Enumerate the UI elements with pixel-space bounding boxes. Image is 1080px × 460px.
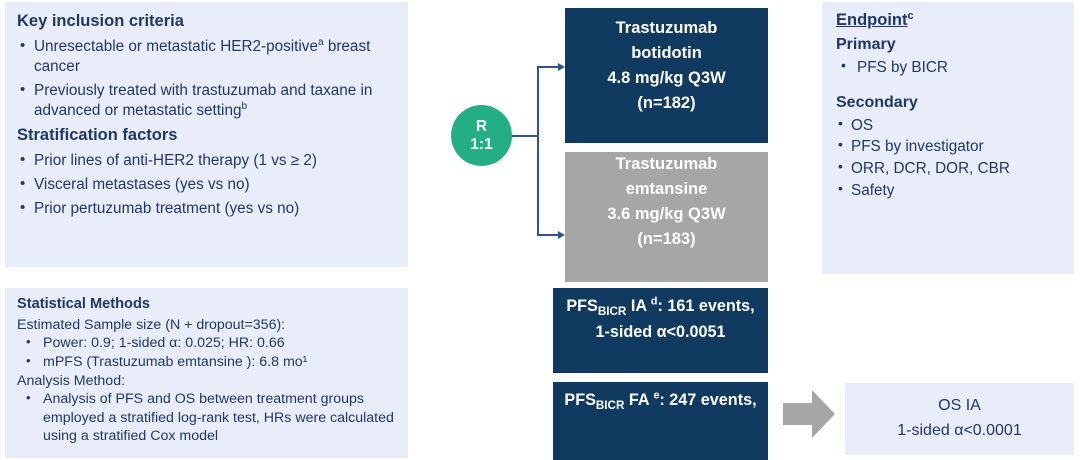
arm-line: 4.8 mg/kg Q3W bbox=[607, 69, 726, 88]
arrow-head-icon bbox=[558, 230, 565, 239]
list-item: PFS by investigator bbox=[836, 135, 1060, 158]
stratification-factors-title: Stratification factors bbox=[17, 125, 178, 144]
secondary-endpoint-heading: Secondary bbox=[836, 93, 918, 111]
connector-branch-bottom bbox=[537, 234, 560, 236]
analysis-method-list: Analysis of PFS and OS between treatment… bbox=[17, 389, 396, 446]
arm-line: Trastuzumab bbox=[615, 19, 718, 37]
list-item: Power: 0.9; 1-sided α: 0.025; HR: 0.66 bbox=[17, 333, 396, 353]
list-item: Unresectable or metastatic HER2-positive… bbox=[17, 36, 396, 77]
arm-line: Trastuzumab bbox=[615, 155, 718, 173]
arm-line: botidotin bbox=[631, 44, 702, 63]
list-item: Analysis of PFS and OS between treatment… bbox=[17, 389, 396, 446]
list-item: Prior lines of anti-HER2 therapy (1 vs ≥… bbox=[17, 150, 396, 171]
connector-stem bbox=[512, 134, 539, 137]
list-item: OS bbox=[836, 114, 1060, 137]
connector-vertical bbox=[537, 67, 539, 236]
milestone-prefix: PFS bbox=[566, 297, 598, 315]
primary-endpoint-heading: Primary bbox=[836, 36, 896, 53]
treatment-arm-experimental: Trastuzumab botidotin 4.8 mg/kg Q3W (n=1… bbox=[565, 8, 768, 143]
milestone-value: : 247 events, bbox=[659, 391, 757, 409]
arrow-head-icon bbox=[558, 62, 565, 71]
list-item: PFS by BICR bbox=[836, 56, 1060, 79]
milestone-label: IA bbox=[626, 297, 651, 315]
milestone-subscript: BICR bbox=[597, 305, 627, 319]
milestone-prefix: PFS bbox=[564, 391, 596, 409]
list-item: Visceral metastases (yes vs no) bbox=[17, 174, 396, 195]
primary-endpoint-list: PFS by BICR bbox=[836, 56, 1060, 79]
endpoints-title-text: Endpoint bbox=[836, 11, 908, 29]
milestone-pfs-bicr-fa: PFSBICR FA e: 247 events, bbox=[553, 382, 768, 460]
list-item: Previously treated with trastuzumab and … bbox=[17, 80, 396, 121]
footnote-marker-a: a bbox=[317, 37, 324, 49]
inclusion-item-1-text: Previously treated with trastuzumab and … bbox=[34, 81, 373, 119]
list-item: Prior pertuzumab treatment (yes vs no) bbox=[17, 198, 396, 219]
stratification-factors-list: Prior lines of anti-HER2 therapy (1 vs ≥… bbox=[17, 150, 396, 219]
randomization-label: R bbox=[475, 118, 488, 136]
arm-line: (n=182) bbox=[637, 94, 696, 113]
inclusion-item-0-tail: breast cancer bbox=[34, 38, 371, 75]
analysis-method-line: Analysis Method: bbox=[17, 372, 126, 389]
endpoints-panel: Endpointc Primary PFS by BICR Secondary … bbox=[822, 2, 1074, 274]
milestone-subscript: BICR bbox=[595, 399, 625, 413]
os-interim-analysis-box: OS IA 1-sided α<0.0001 bbox=[845, 383, 1074, 455]
milestone-label: FA bbox=[624, 391, 654, 409]
arm-line: emtansine bbox=[625, 180, 708, 199]
treatment-arm-control: Trastuzumab emtansine 3.6 mg/kg Q3W (n=1… bbox=[565, 152, 768, 282]
connector-branch-top bbox=[537, 66, 560, 68]
inclusion-criteria-title: Key inclusion criteria bbox=[17, 12, 184, 30]
milestone-pfs-bicr-ia: PFSBICR IA d: 161 events, 1-sided α<0.00… bbox=[553, 288, 768, 373]
inclusion-item-0-text: Unresectable or metastatic HER2-positive bbox=[34, 38, 318, 56]
randomization-ratio: 1:1 bbox=[470, 135, 493, 153]
footnote-marker-e: e bbox=[653, 389, 660, 402]
sample-size-list: Power: 0.9; 1-sided α: 0.025; HR: 0.66 m… bbox=[17, 333, 396, 372]
endpoints-title: Endpointc bbox=[836, 9, 914, 29]
inclusion-criteria-list: Unresectable or metastatic HER2-positive… bbox=[17, 36, 396, 121]
list-item: mPFS (Trastuzumab emtansine ): 6.8 mo¹ bbox=[17, 352, 396, 372]
os-ia-alpha: 1-sided α<0.0001 bbox=[897, 422, 1022, 439]
milestone-value: : 161 events, bbox=[657, 297, 755, 315]
list-item: Safety bbox=[836, 179, 1060, 202]
sample-size-line: Estimated Sample size (N + dropout=356): bbox=[17, 316, 286, 333]
footnote-marker-b: b bbox=[241, 100, 248, 112]
footnote-marker-d: d bbox=[650, 295, 658, 308]
statistical-methods-panel: Statistical Methods Estimated Sample siz… bbox=[5, 288, 408, 458]
randomization-node: R 1:1 bbox=[451, 105, 512, 166]
secondary-endpoint-list: OS PFS by investigator ORR, DCR, DOR, CB… bbox=[836, 114, 1060, 202]
milestone-alpha: 1-sided α<0.0051 bbox=[595, 323, 726, 342]
inclusion-criteria-panel: Key inclusion criteria Unresectable or m… bbox=[5, 2, 408, 267]
arm-line: 3.6 mg/kg Q3W bbox=[607, 205, 726, 224]
arm-line: (n=183) bbox=[637, 230, 696, 249]
block-arrow-right-icon bbox=[783, 390, 835, 438]
os-ia-title: OS IA bbox=[938, 397, 981, 415]
list-item: ORR, DCR, DOR, CBR bbox=[836, 157, 1060, 180]
statistical-methods-title: Statistical Methods bbox=[17, 296, 150, 312]
